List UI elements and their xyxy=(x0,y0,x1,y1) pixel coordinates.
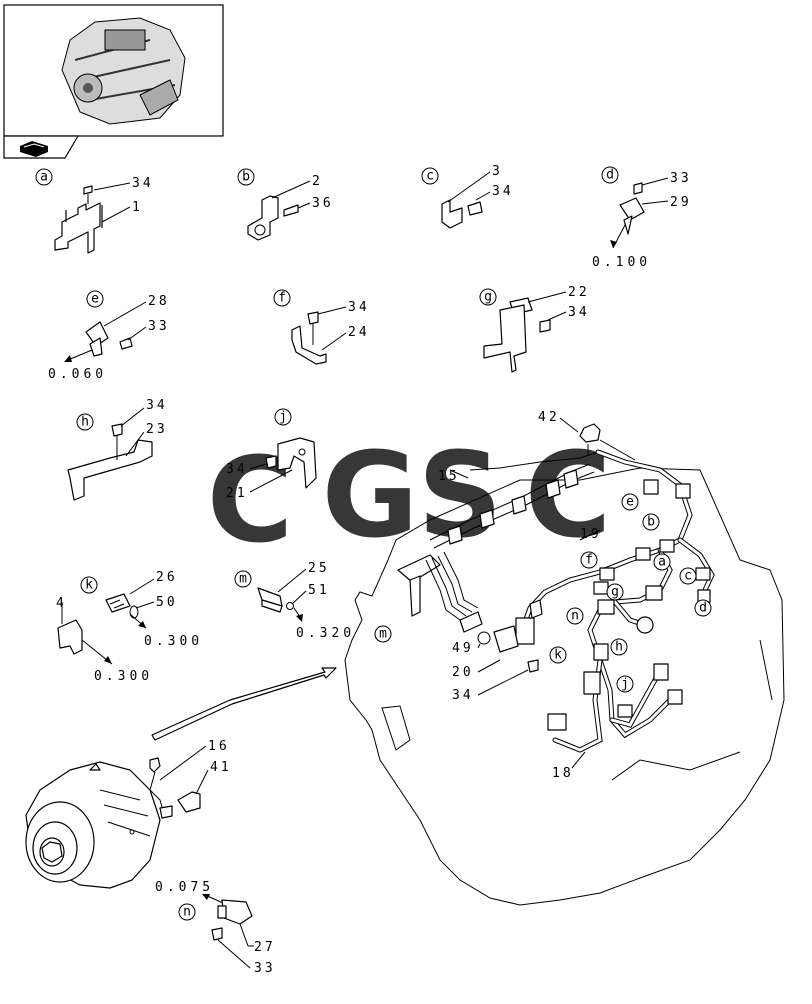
svg-text:k: k xyxy=(554,648,562,663)
book-icon xyxy=(20,141,48,157)
svg-text:26: 26 xyxy=(156,570,178,585)
svg-text:0.075: 0.075 xyxy=(155,880,214,895)
svg-text:15: 15 xyxy=(438,469,460,484)
detail-c: c 3 34 xyxy=(421,164,514,229)
detail-m: m 25 51 0.320 xyxy=(234,561,355,641)
detail-a: a 34 1 xyxy=(35,168,154,254)
svg-text:23: 23 xyxy=(146,422,168,437)
svg-text:k: k xyxy=(85,578,93,593)
svg-text:1: 1 xyxy=(132,200,143,215)
watermark: C G S C xyxy=(207,426,612,569)
svg-text:34: 34 xyxy=(348,300,370,315)
svg-text:0.300: 0.300 xyxy=(94,669,153,684)
svg-text:20: 20 xyxy=(452,665,474,680)
svg-text:a: a xyxy=(658,555,666,570)
svg-text:f: f xyxy=(585,553,593,568)
svg-text:c: c xyxy=(426,169,434,184)
svg-text:25: 25 xyxy=(308,561,330,576)
svg-text:h: h xyxy=(81,415,89,430)
svg-text:n: n xyxy=(183,905,191,920)
svg-text:g: g xyxy=(484,290,492,305)
svg-text:e: e xyxy=(626,495,634,510)
svg-text:2: 2 xyxy=(312,174,323,189)
svg-text:34: 34 xyxy=(452,688,474,703)
detail-b: b 2 36 xyxy=(237,168,334,241)
injector-lines xyxy=(397,463,595,633)
svg-text:m: m xyxy=(379,627,387,642)
detail-n: 0.075 n 27 33 xyxy=(155,880,276,976)
detail-g: g 22 34 xyxy=(479,285,590,373)
watermark-letter-2: G xyxy=(322,426,419,564)
svg-text:34: 34 xyxy=(132,176,154,191)
svg-text:n: n xyxy=(571,609,579,624)
svg-text:34: 34 xyxy=(568,305,590,320)
detail-k: k 4 0.300 26 50 0.300 xyxy=(56,570,203,684)
svg-text:0.300: 0.300 xyxy=(144,634,203,649)
svg-text:24: 24 xyxy=(348,325,370,340)
detail-j: j 34 21 xyxy=(226,408,317,501)
svg-text:33: 33 xyxy=(670,171,692,186)
alternator: 16 41 xyxy=(25,739,232,889)
watermark-letter-3: S xyxy=(418,426,503,564)
svg-text:51: 51 xyxy=(308,583,330,598)
svg-text:42: 42 xyxy=(538,410,560,425)
svg-text:j: j xyxy=(621,677,629,692)
svg-text:a: a xyxy=(40,170,48,185)
svg-text:h: h xyxy=(615,640,623,655)
alternator-arrow xyxy=(151,667,337,741)
svg-text:28: 28 xyxy=(148,294,170,309)
svg-text:16: 16 xyxy=(208,739,230,754)
svg-text:d: d xyxy=(606,168,614,183)
svg-text:29: 29 xyxy=(670,195,692,210)
detail-e: e 28 33 0.060 xyxy=(48,290,170,382)
svg-text:21: 21 xyxy=(226,486,248,501)
svg-text:c: c xyxy=(684,569,692,584)
svg-text:27: 27 xyxy=(254,940,276,955)
svg-text:m: m xyxy=(239,572,247,587)
svg-text:j: j xyxy=(279,410,287,425)
svg-text:41: 41 xyxy=(210,760,232,775)
svg-text:34: 34 xyxy=(492,184,514,199)
svg-text:d: d xyxy=(699,601,707,616)
svg-text:19: 19 xyxy=(580,527,602,542)
harness-15: 15 xyxy=(438,451,599,484)
svg-text:f: f xyxy=(278,291,286,306)
svg-text:50: 50 xyxy=(156,595,178,610)
watermark-letter-4: C xyxy=(525,426,612,564)
engine-thumbnail-icon xyxy=(61,17,186,125)
detail-f: f 34 24 xyxy=(273,289,370,365)
svg-text:g: g xyxy=(611,585,619,600)
svg-text:36: 36 xyxy=(312,196,334,211)
svg-text:49: 49 xyxy=(452,641,474,656)
svg-text:0.100: 0.100 xyxy=(592,255,651,270)
engine-thumbnail[interactable] xyxy=(3,4,224,137)
svg-text:18: 18 xyxy=(552,766,574,781)
svg-text:22: 22 xyxy=(568,285,590,300)
engine-outline xyxy=(344,467,785,906)
detail-h: h 34 23 xyxy=(67,398,168,501)
svg-text:33: 33 xyxy=(148,319,170,334)
svg-text:0.060: 0.060 xyxy=(48,367,107,382)
svg-text:33: 33 xyxy=(254,961,276,976)
book-tab[interactable] xyxy=(3,135,80,159)
harness-callouts: e b f a c g d n h k j m xyxy=(374,493,712,693)
svg-text:34: 34 xyxy=(226,462,248,477)
svg-text:e: e xyxy=(91,292,99,307)
svg-text:b: b xyxy=(647,515,655,530)
detail-d: d 33 29 0.100 xyxy=(592,166,692,270)
svg-text:0.320: 0.320 xyxy=(296,626,355,641)
svg-text:b: b xyxy=(242,170,250,185)
svg-text:3: 3 xyxy=(492,164,503,179)
svg-text:34: 34 xyxy=(146,398,168,413)
svg-text:4: 4 xyxy=(56,596,67,611)
